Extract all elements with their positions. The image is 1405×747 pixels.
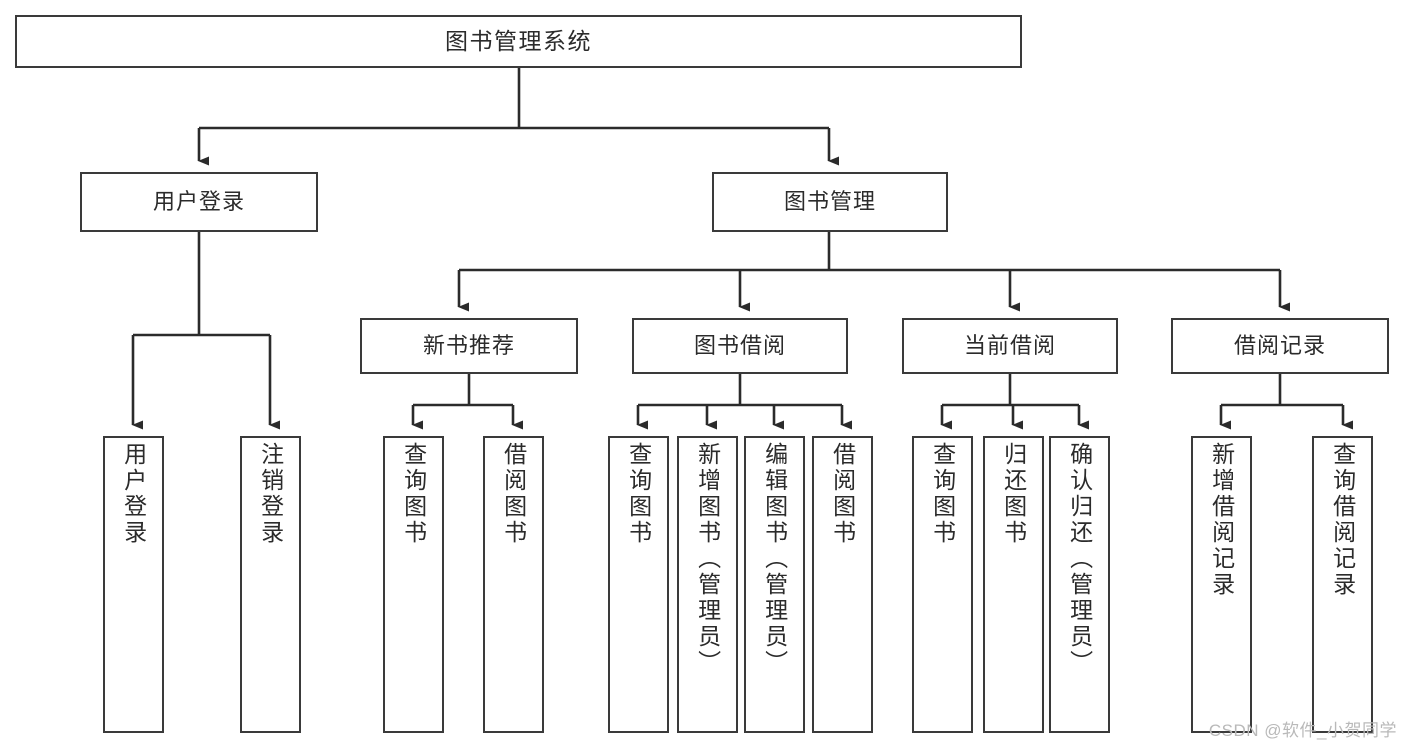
node-label: 用户登录 <box>120 442 147 546</box>
leaf-add-book-admin[interactable]: 新增图书（管理员） <box>677 436 738 733</box>
node-label: 当前借阅 <box>963 333 1056 359</box>
leaf-borrow-book-newbook[interactable]: 借阅图书 <box>483 436 544 733</box>
leaf-borrow-book[interactable]: 借阅图书 <box>812 436 873 733</box>
node-label: 查询图书 <box>400 442 427 546</box>
leaf-edit-book-admin[interactable]: 编辑图书（管理员） <box>744 436 805 733</box>
node-label: 借阅图书 <box>500 442 527 546</box>
leaf-return-book[interactable]: 归还图书 <box>983 436 1044 733</box>
node-label: 新增图书（管理员） <box>694 442 721 676</box>
node-label: 新增借阅记录 <box>1208 442 1235 598</box>
leaf-query-borrow-record[interactable]: 查询借阅记录 <box>1312 436 1373 733</box>
node-label: 确认归还（管理员） <box>1066 442 1093 676</box>
node-label: 归还图书 <box>1000 442 1027 546</box>
node-label: 编辑图书（管理员） <box>761 442 788 676</box>
node-book-management[interactable]: 图书管理 <box>712 172 948 232</box>
node-label: 查询图书 <box>929 442 956 546</box>
leaf-query-book-newbook[interactable]: 查询图书 <box>383 436 444 733</box>
leaf-add-borrow-record[interactable]: 新增借阅记录 <box>1191 436 1252 733</box>
leaf-logout[interactable]: 注销登录 <box>240 436 301 733</box>
node-root-library-management-system[interactable]: 图书管理系统 <box>15 15 1022 68</box>
node-label: 查询图书 <box>625 442 652 546</box>
watermark: CSDN @软件_小贺同学 <box>1208 721 1397 740</box>
node-label: 注销登录 <box>257 442 284 546</box>
node-book-borrow[interactable]: 图书借阅 <box>632 318 848 374</box>
node-label: 图书借阅 <box>693 333 786 359</box>
node-current-borrow[interactable]: 当前借阅 <box>902 318 1118 374</box>
node-label: 图书管理 <box>783 189 876 215</box>
node-label: 查询借阅记录 <box>1329 442 1356 598</box>
node-label: 新书推荐 <box>422 333 515 359</box>
node-user-login[interactable]: 用户登录 <box>80 172 318 232</box>
node-label: 借阅图书 <box>829 442 856 546</box>
node-borrow-record[interactable]: 借阅记录 <box>1171 318 1389 374</box>
node-label: 图书管理系统 <box>445 27 592 54</box>
node-label: 借阅记录 <box>1233 333 1326 359</box>
node-label: 用户登录 <box>152 189 245 215</box>
leaf-user-login[interactable]: 用户登录 <box>103 436 164 733</box>
leaf-query-book-borrow[interactable]: 查询图书 <box>608 436 669 733</box>
node-new-book-recommend[interactable]: 新书推荐 <box>360 318 578 374</box>
leaf-confirm-return-admin[interactable]: 确认归还（管理员） <box>1049 436 1110 733</box>
leaf-query-book-current[interactable]: 查询图书 <box>912 436 973 733</box>
